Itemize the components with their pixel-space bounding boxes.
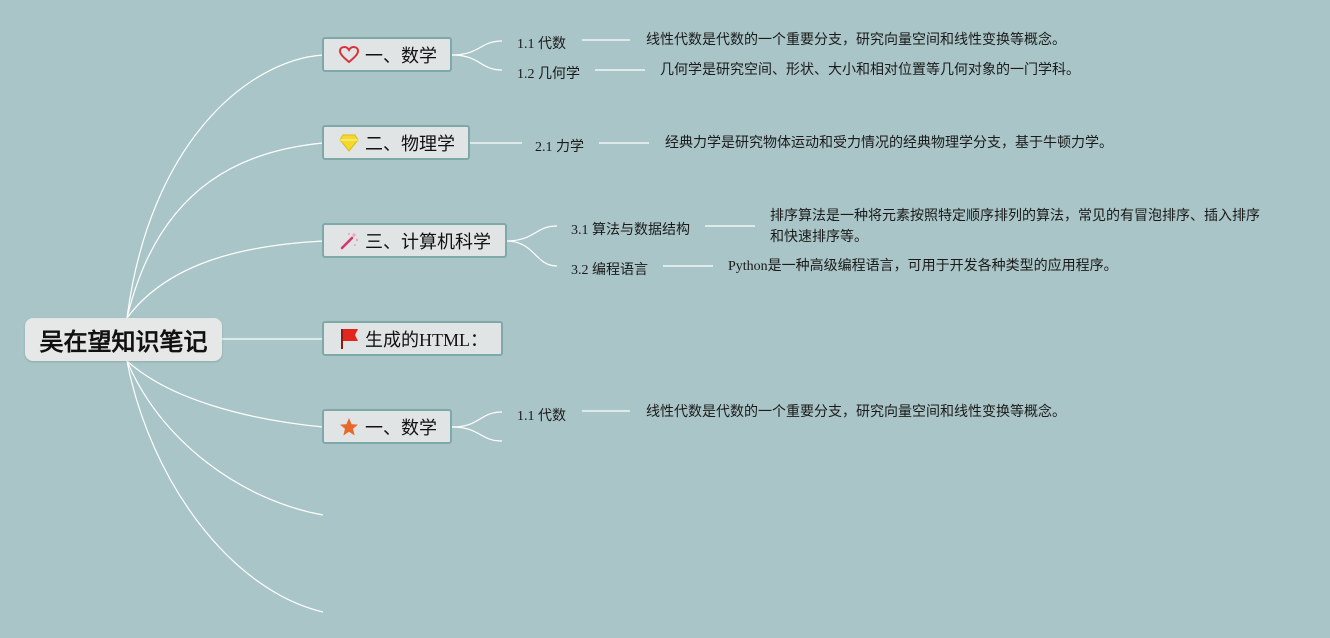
note-geometry[interactable]: 几何学是研究空间、形状、大小和相对位置等几何对象的一门学科。	[660, 63, 1080, 78]
branch-label: 三、计算机科学	[365, 231, 491, 253]
connector-root-branch3	[126, 240, 324, 319]
orange-star-icon	[338, 416, 360, 438]
subtopic-algebra-2[interactable]: 1.1 代数	[517, 409, 566, 424]
connector-b1-c1	[451, 40, 503, 56]
branch-label: 生成的HTML：	[365, 329, 488, 350]
connector-b3-c2	[505, 240, 558, 267]
connector-b1-c2	[451, 54, 503, 71]
subtopic-geometry[interactable]: 1.2 几何学	[517, 67, 580, 82]
subtopic-algebra[interactable]: 1.1 代数	[517, 37, 566, 52]
subtopic-mechanics[interactable]: 2.1 力学	[535, 140, 584, 155]
subtopic-programming-languages[interactable]: 3.2 编程语言	[571, 263, 648, 278]
note-algebra[interactable]: 线性代数是代数的一个重要分支，研究向量空间和线性变换等概念。	[646, 33, 1066, 48]
note-algorithms[interactable]: 排序算法是一种将元素按照特定顺序排列的算法，常见的有冒泡排序、插入排序和快速排序…	[770, 209, 1260, 245]
branch-computer-science[interactable]: 三、计算机科学	[322, 223, 507, 258]
connector-root-extra2	[126, 360, 324, 613]
branch-label: 一、数学	[365, 417, 437, 439]
red-flag-icon	[338, 328, 360, 350]
branch-math-2[interactable]: 一、数学	[322, 409, 452, 444]
branch-label: 二、物理学	[365, 133, 455, 155]
note-mechanics[interactable]: 经典力学是研究物体运动和受力情况的经典物理学分支，基于牛顿力学。	[665, 136, 1113, 151]
connector-b5-c2	[451, 426, 503, 442]
connector-b5-c1	[451, 411, 503, 428]
connector-root-branch5	[126, 360, 324, 428]
connector-root-branch1	[126, 54, 324, 319]
root-title: 吴在望知识笔记	[39, 328, 208, 356]
branch-math[interactable]: 一、数学	[322, 37, 452, 72]
branch-generated-html[interactable]: 生成的HTML：	[322, 321, 503, 356]
heart-outline-icon	[338, 44, 360, 66]
connector-root-branch2	[126, 142, 324, 319]
root-topic[interactable]: 吴在望知识笔记	[25, 318, 222, 361]
magic-wand-icon	[338, 230, 360, 252]
branch-physics[interactable]: 二、物理学	[322, 125, 470, 160]
connector-b3-c1	[505, 225, 558, 242]
note-algebra-2[interactable]: 线性代数是代数的一个重要分支，研究向量空间和线性变换等概念。	[646, 405, 1066, 420]
connector-root-extra1	[126, 360, 324, 516]
gem-icon	[338, 132, 360, 154]
subtopic-algorithms[interactable]: 3.1 算法与数据结构	[571, 223, 690, 238]
note-programming-languages[interactable]: Python是一种高级编程语言，可用于开发各种类型的应用程序。	[728, 259, 1118, 274]
branch-label: 一、数学	[365, 45, 437, 67]
